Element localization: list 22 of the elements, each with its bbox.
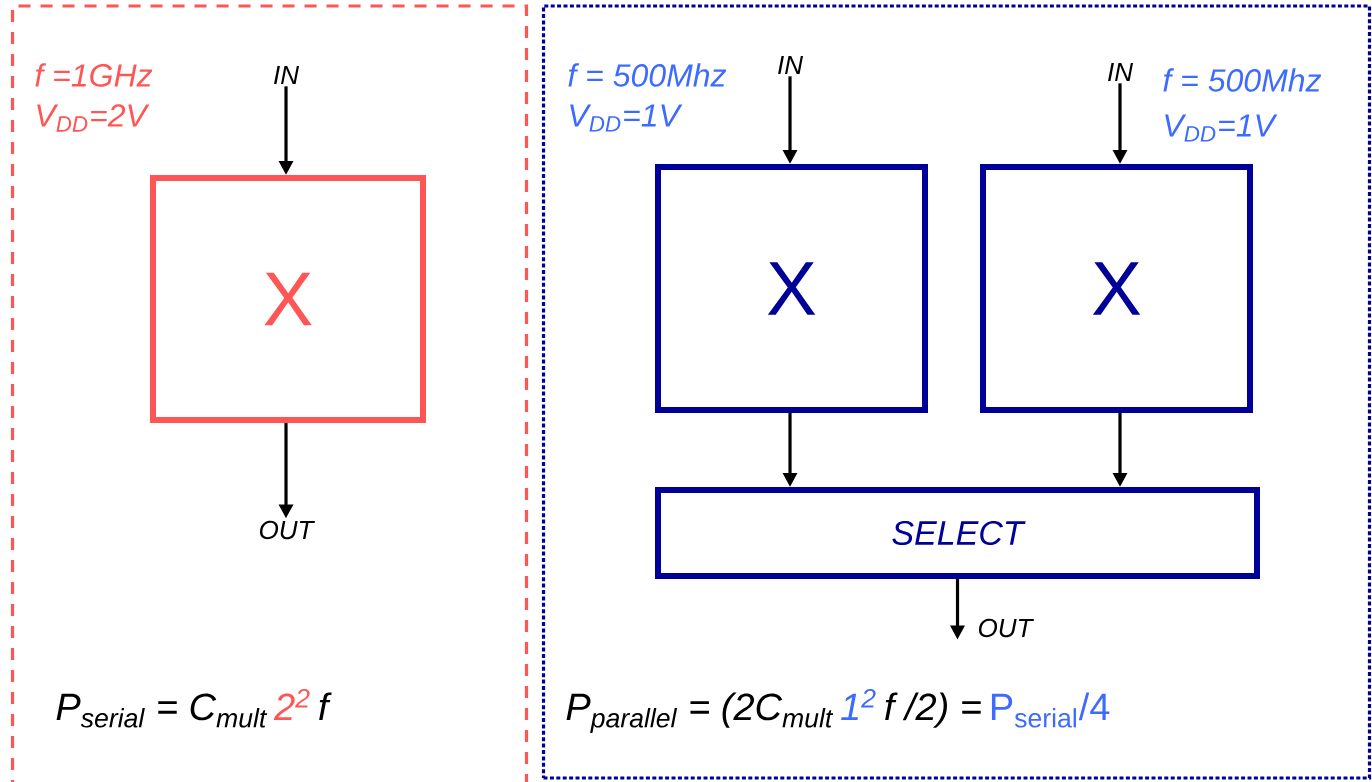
formula-text: f /2) = [885,692,981,728]
frequency-label: f = 500Mhz [568,63,727,87]
output-label: OUT [978,618,1034,638]
formula-text: P$_{serial}$/4 [991,692,1110,728]
input-label: IN [1108,63,1133,81]
input-label: IN [274,66,300,84]
multiplier-box: X [655,164,928,413]
formula-text: 1$^{2}$ [841,688,876,720]
input-label: IN [778,56,803,74]
formula-text: 2$^{2}$ [273,688,310,720]
voltage-label: V$_{DD}$=1V [570,104,683,132]
frequency-label: f =1GHz [35,63,153,87]
multiplier-box: X [980,164,1253,413]
formula-text: f [319,692,332,720]
voltage-label: V$_{DD}$=1V [1165,114,1278,142]
voltage-label: V$_{DD}$=2V [37,104,150,132]
formula-text: P$_{serial}$ = C$_{mult}$ [56,693,268,728]
frequency-label: f = 500Mhz [1163,68,1322,92]
formula-text: P$_{parallel}$ = (2C$_{mult}$ [566,692,834,733]
output-label: OUT [260,520,315,540]
multiplier-box: X [150,175,426,423]
select-box: SELECT [655,487,1260,579]
